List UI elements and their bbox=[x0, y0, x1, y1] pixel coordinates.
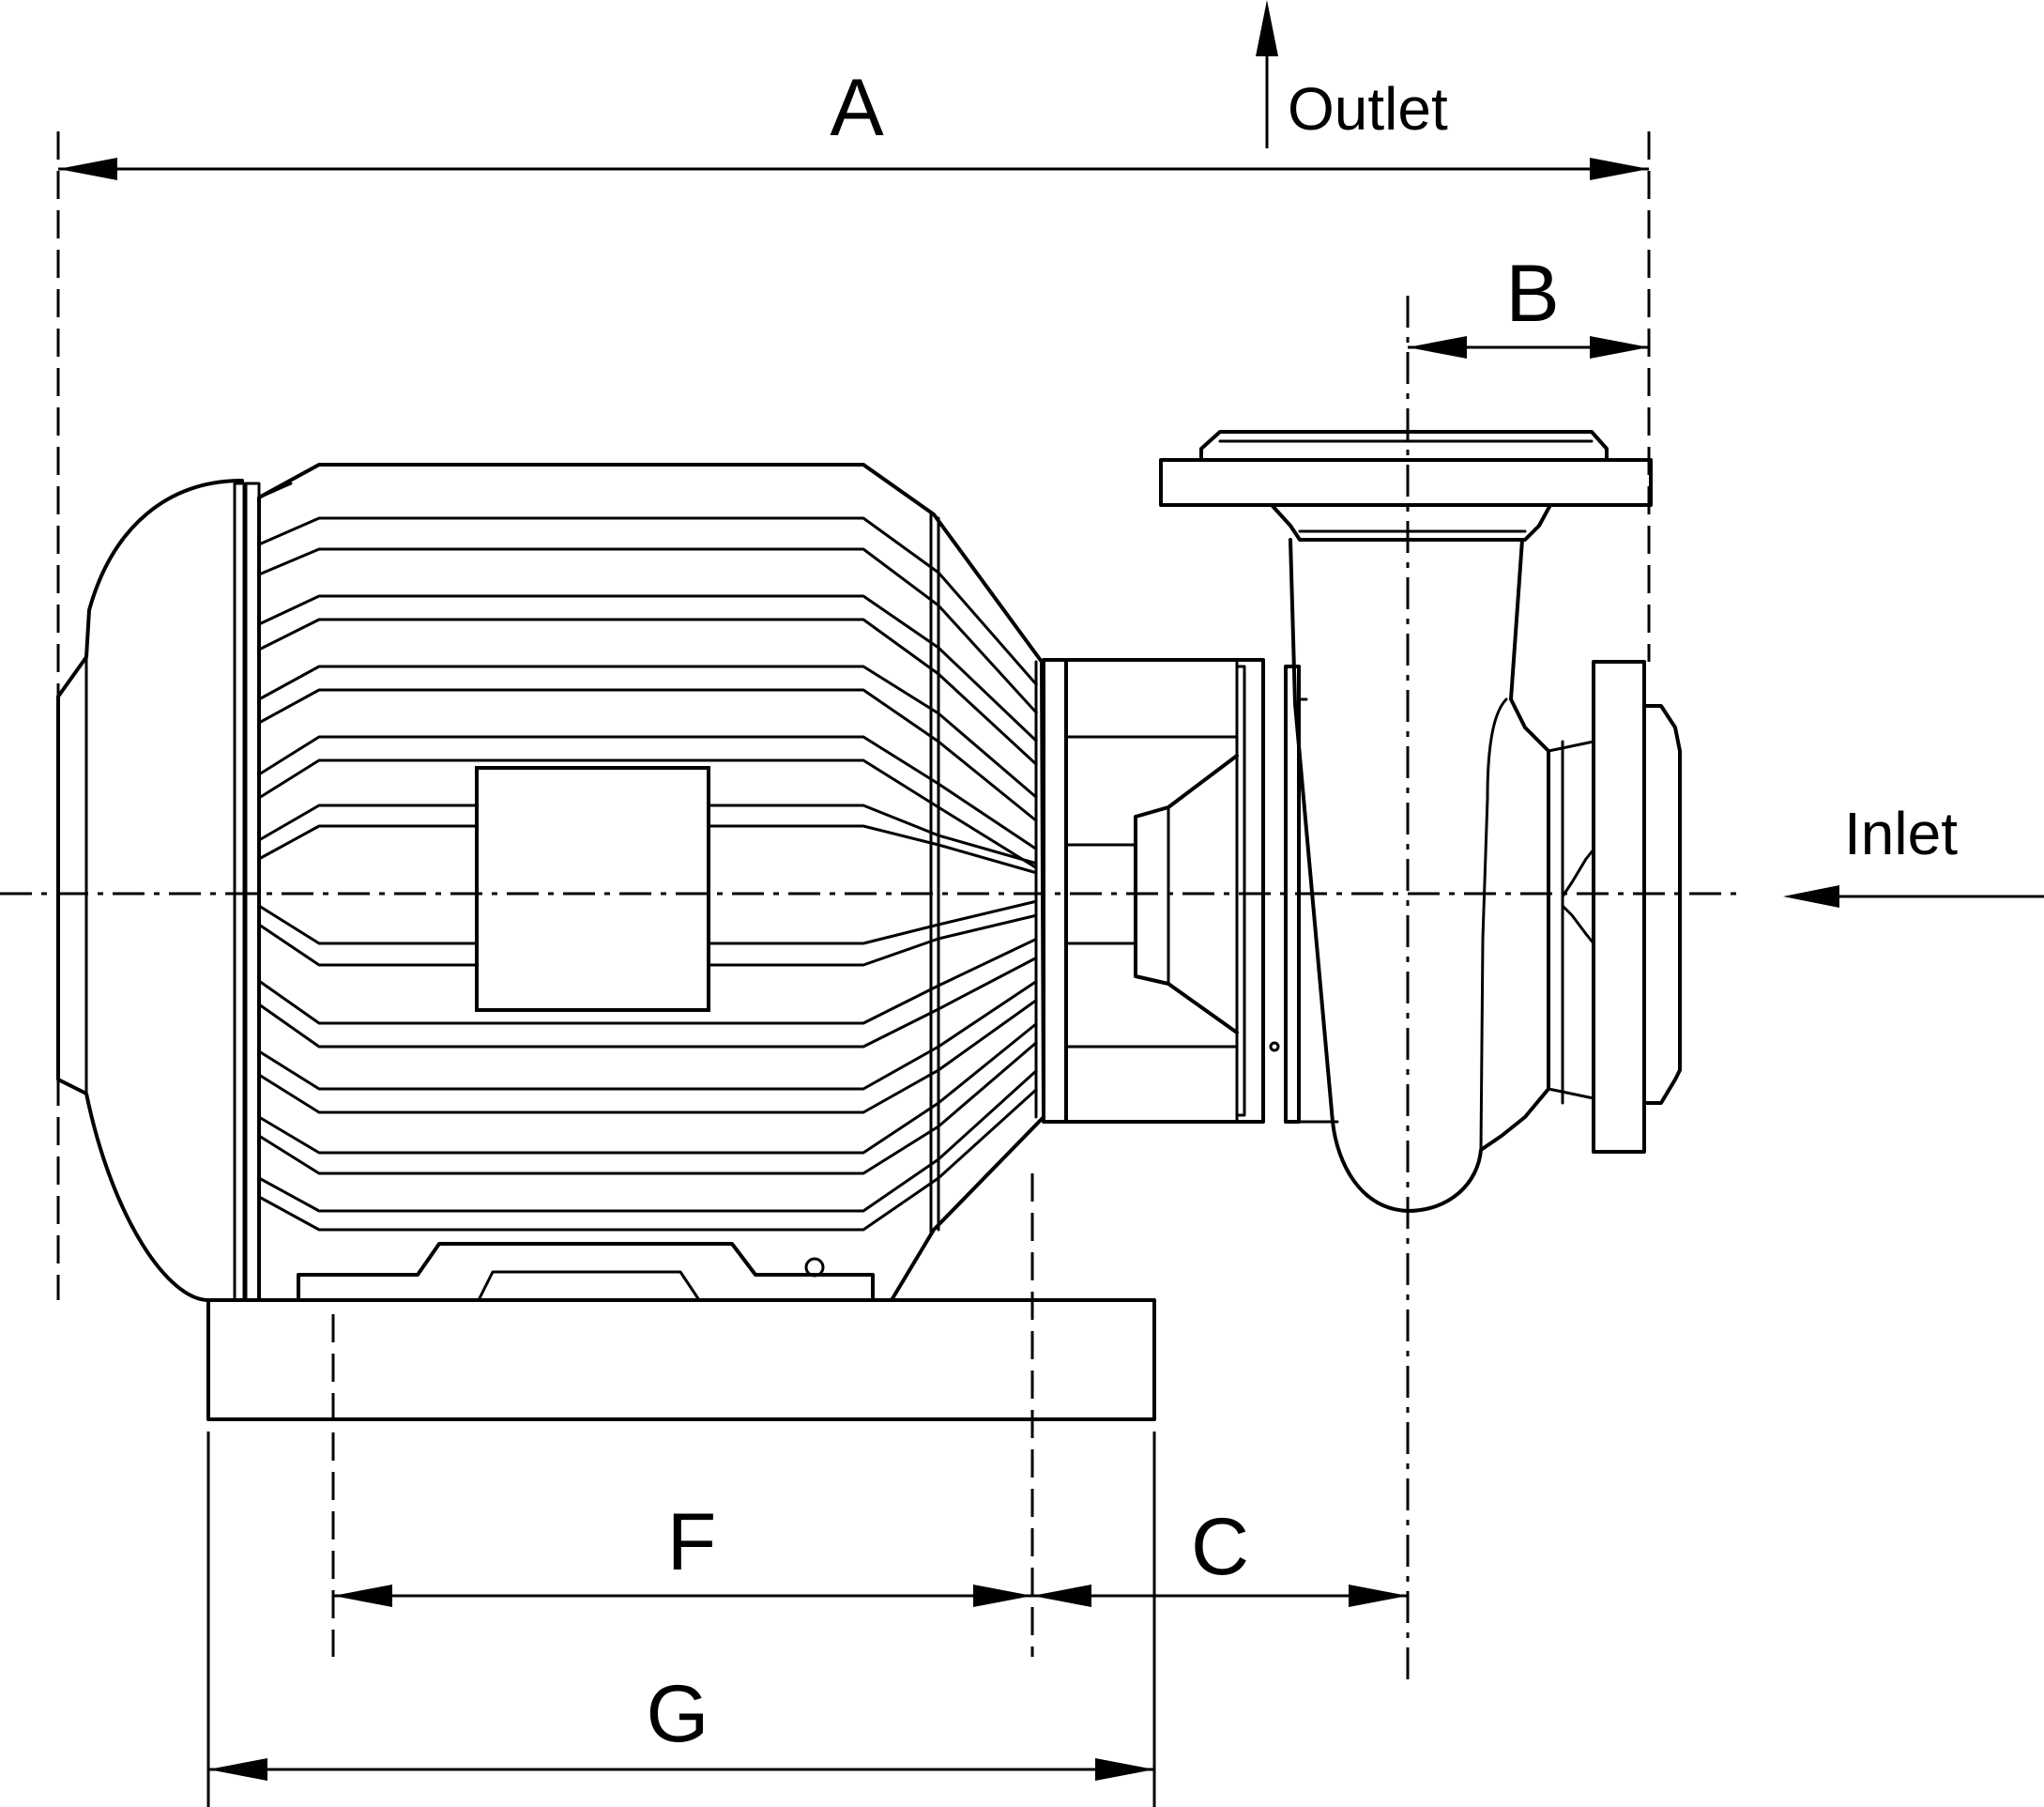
dimension-b: B bbox=[1408, 249, 1649, 359]
inlet-flange bbox=[1592, 660, 1646, 1154]
motor bbox=[56, 463, 1045, 1302]
dimension-f-label: F bbox=[667, 1497, 717, 1587]
base-plate bbox=[206, 1298, 1156, 1421]
inlet-indicator: Inlet bbox=[1783, 800, 2044, 908]
inlet-label: Inlet bbox=[1844, 800, 1958, 867]
dimension-c: C bbox=[1032, 1502, 1408, 1607]
dimension-c-label: C bbox=[1191, 1502, 1249, 1592]
motor-cooling-fins bbox=[258, 516, 1039, 1232]
motor-end-ring bbox=[233, 482, 246, 1302]
dimension-g-label: G bbox=[647, 1669, 709, 1759]
motor-end-ring-2 bbox=[244, 482, 261, 1302]
pump-casing bbox=[1159, 430, 1682, 1213]
pump-volute bbox=[1289, 538, 1550, 1213]
outlet-indicator: Outlet bbox=[1256, 0, 1448, 148]
outlet-label: Outlet bbox=[1288, 75, 1448, 143]
outlet-arrow-icon bbox=[1256, 0, 1278, 56]
motor-feet bbox=[297, 1242, 875, 1302]
dimension-f: F bbox=[333, 1497, 1032, 1607]
motor-terminal-box bbox=[475, 766, 710, 1012]
dimension-a: A bbox=[58, 63, 1649, 180]
dimension-b-label: B bbox=[1505, 249, 1559, 339]
coupling-bracket bbox=[1042, 658, 1280, 1124]
dimension-g: G bbox=[208, 1669, 1154, 1781]
dimension-a-label: A bbox=[830, 63, 884, 153]
inlet-arrow-icon bbox=[1783, 885, 1839, 908]
outlet-flange bbox=[1159, 458, 1653, 507]
